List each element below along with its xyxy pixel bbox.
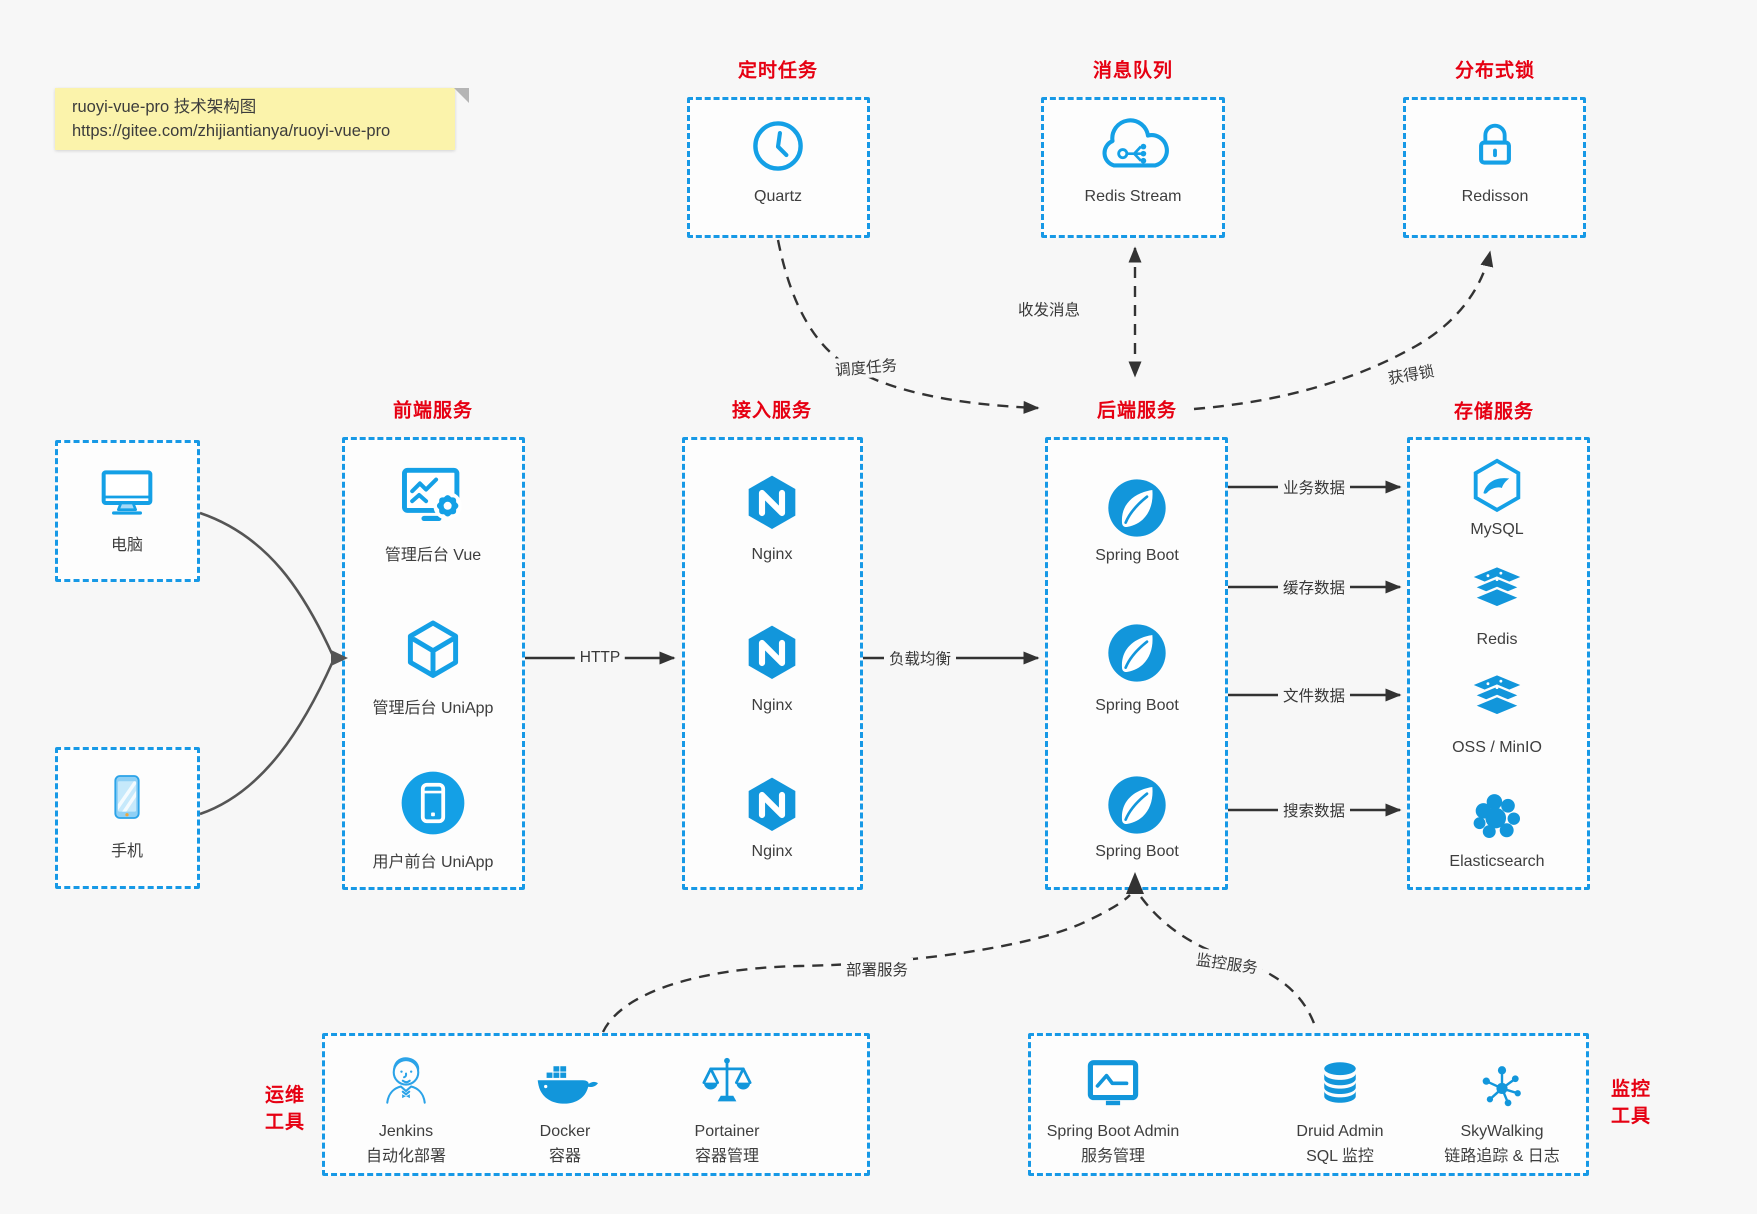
ops-tools-title: 运维 工具 — [264, 1085, 306, 1133]
note-url: https://gitee.com/zhijiantianya/ruoyi-vu… — [72, 122, 391, 140]
uniapp-cube-icon — [398, 615, 468, 685]
spring-boot-admin-label: Spring Boot Admin 服务管理 — [1046, 1123, 1180, 1165]
note-fold-corner — [454, 88, 469, 103]
nginx-label: Nginx — [751, 843, 793, 860]
sticky-note: ruoyi-vue-pro 技术架构图 https://gitee.com/zh… — [55, 88, 469, 150]
distributed-lock-box — [1403, 97, 1586, 238]
redisson-label: Redisson — [1461, 188, 1529, 205]
computer-label: 电脑 — [110, 537, 144, 554]
user-uniapp-label: 用户前台 UniApp — [372, 854, 494, 871]
nginx-label: Nginx — [751, 697, 793, 714]
portainer-icon — [697, 1052, 757, 1112]
mysql-label: MySQL — [1470, 521, 1524, 538]
cloud-stream-icon — [1095, 114, 1171, 177]
docker-label: Docker 容器 — [539, 1123, 591, 1165]
monitor-tools-title: 监控 工具 — [1610, 1079, 1652, 1127]
admin-vue-label: 管理后台 Vue — [384, 547, 482, 564]
sba-monitor-icon — [1082, 1053, 1144, 1115]
monitor-tools-box — [1028, 1033, 1589, 1176]
note-title: ruoyi-vue-pro 技术架构图 — [72, 98, 257, 116]
edge-acquire-lock — [1193, 250, 1494, 411]
load-balance-label: 负载均衡 — [883, 647, 957, 669]
oss-stack-icon — [1466, 671, 1528, 721]
edge-phone-to-frontend — [199, 660, 335, 816]
elasticsearch-icon — [1466, 787, 1528, 849]
spring-boot-label: Spring Boot — [1095, 697, 1179, 714]
message-queue-title: 消息队列 — [1092, 60, 1174, 82]
skywalking-icon — [1473, 1057, 1531, 1115]
backend-title: 后端服务 — [1096, 400, 1178, 422]
quartz-label: Quartz — [753, 188, 803, 205]
frontend-title: 前端服务 — [392, 400, 474, 422]
spring-icon — [1105, 621, 1169, 685]
distributed-lock-title: 分布式锁 — [1454, 60, 1536, 82]
phone-label: 手机 — [110, 843, 144, 860]
oss-minio-label: OSS / MinIO — [1452, 739, 1542, 756]
desktop-icon — [95, 459, 159, 523]
edge-computer-to-frontend — [199, 511, 335, 657]
admin-uniapp-label: 管理后台 UniApp — [372, 700, 494, 717]
scheduled-task-title: 定时任务 — [737, 60, 819, 82]
spring-boot-label: Spring Boot — [1095, 547, 1179, 564]
search-data-label: 搜索数据 — [1277, 799, 1351, 821]
clock-icon — [747, 115, 809, 177]
redis-stream-label: Redis Stream — [1084, 188, 1182, 205]
redis-label: Redis — [1476, 631, 1518, 648]
http-label: HTTP — [574, 649, 626, 667]
spring-icon — [1105, 476, 1169, 540]
gateway-title: 接入服务 — [731, 400, 813, 422]
nginx-label: Nginx — [751, 546, 793, 563]
docker-icon — [532, 1059, 598, 1110]
admin-vue-icon — [396, 458, 470, 532]
messages-label: 收发消息 — [1012, 298, 1086, 320]
druid-admin-label: Druid Admin SQL 监控 — [1296, 1123, 1384, 1165]
jenkins-icon — [375, 1051, 437, 1113]
mysql-icon — [1466, 455, 1528, 517]
spring-boot-label: Spring Boot — [1095, 843, 1179, 860]
druid-db-icon — [1312, 1057, 1368, 1113]
lock-icon — [1466, 116, 1524, 174]
storage-title: 存储服务 — [1453, 401, 1535, 423]
mobile-app-icon — [398, 768, 468, 838]
redis-stack-icon — [1466, 563, 1528, 613]
deploy-service-label: 部署服务 — [840, 958, 914, 980]
spring-icon — [1105, 773, 1169, 837]
phone-icon — [99, 769, 155, 825]
business-data-label: 业务数据 — [1277, 476, 1351, 498]
edge-schedule-task — [776, 239, 1040, 414]
ops-tools-box — [322, 1033, 870, 1176]
schedule-task-label: 调度任务 — [829, 352, 903, 382]
elasticsearch-label: Elasticsearch — [1449, 853, 1545, 870]
jenkins-label: Jenkins 自动化部署 — [365, 1123, 447, 1165]
acquire-lock-label: 获得锁 — [1381, 358, 1441, 390]
nginx-icon — [740, 471, 804, 535]
nginx-icon — [740, 621, 804, 685]
skywalking-label: SkyWalking 链路追踪 & 日志 — [1444, 1123, 1560, 1165]
nginx-icon — [740, 773, 804, 837]
file-data-label: 文件数据 — [1277, 684, 1351, 706]
monitor-service-label: 监控服务 — [1189, 947, 1265, 979]
cache-data-label: 缓存数据 — [1277, 576, 1351, 598]
portainer-label: Portainer 容器管理 — [694, 1123, 760, 1165]
